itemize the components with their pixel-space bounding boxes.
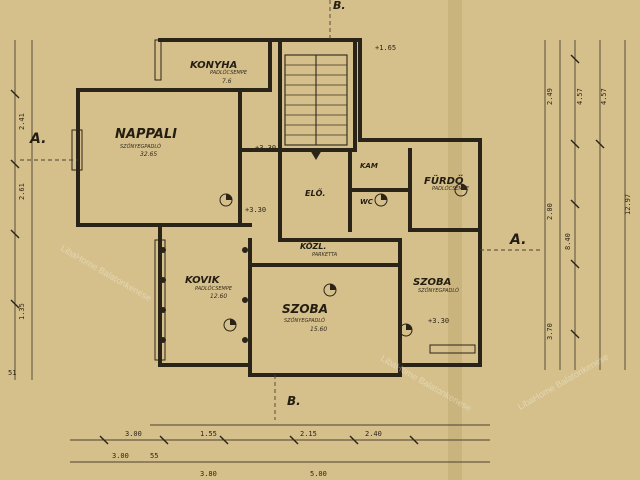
room-kovik-name: KOVIK	[185, 275, 221, 286]
interior-walls	[238, 38, 482, 367]
dim-left-2: 2.61	[18, 183, 26, 200]
dim-left-4: 51	[8, 369, 16, 377]
marker-a-right: A.	[509, 232, 526, 248]
dim-right-7: 12.97	[624, 194, 632, 215]
section-markers: A. A. B. B.	[29, 0, 526, 408]
room-konyha-desc: PADLÓCSEMPE	[210, 69, 248, 76]
dim-left-1: 2.41	[18, 113, 26, 130]
room-kamra-name: KAM	[360, 162, 378, 170]
level-2: +3.30	[245, 206, 266, 214]
dim-bottom-3: 2.15	[300, 430, 317, 438]
dim-bottom-1: 3.00	[125, 430, 142, 438]
marker-b-top: B.	[333, 0, 346, 12]
room-kozl-desc: PARKETTA	[312, 252, 338, 258]
room-konyha-area: 7.6	[222, 78, 232, 85]
windows	[71, 39, 476, 361]
dim-right-1: 2.49	[546, 88, 554, 105]
dim-bottom-7: 3.80	[200, 470, 217, 478]
dim-right-2: 4.57	[576, 88, 584, 105]
dimension-lines	[14, 40, 626, 463]
level-3: +3.30	[428, 317, 449, 325]
section-lines	[20, 0, 540, 420]
dim-right-3: 2.00	[546, 203, 554, 220]
dim-right-4: 8.40	[564, 233, 572, 250]
room-nappali-name: NAPPALI	[115, 127, 177, 142]
room-kozl-name: KÖZL.	[300, 241, 326, 251]
room-kovik-area: 12.60	[210, 293, 227, 300]
room-furdo-name: FÜRDŐ	[424, 173, 464, 187]
dim-bottom-4: 2.40	[365, 430, 382, 438]
door-marks	[219, 183, 468, 337]
staircase	[284, 54, 348, 160]
dim-bottom-6: 55	[150, 452, 158, 460]
room-szoba-big-name: SZOBA	[282, 302, 328, 316]
room-szoba-small-desc: SZŐNYEGPADLÓ	[418, 287, 459, 294]
room-labels: NAPPALI SZŐNYEGPADLÓ 32.65 KONYHA PADLÓC…	[115, 60, 470, 333]
level-1: +3.30	[255, 144, 276, 152]
room-wc-name: WC	[360, 198, 374, 206]
room-kovik-desc: PADLÓCSEMPE	[195, 285, 233, 292]
dimension-ticks	[10, 54, 605, 445]
marker-a-left: A.	[29, 131, 46, 147]
dim-bottom-5: 3.00	[112, 452, 129, 460]
room-szoba-big-area: 15.60	[310, 326, 327, 333]
room-szoba-small-name: SZOBA	[413, 277, 451, 288]
room-furdo-desc: PADLÓCSEMPE	[432, 185, 470, 192]
room-nappali-desc: SZŐNYEGPADLÓ	[120, 143, 161, 150]
level-marks: +1.65 +3.30 +3.30 +3.30	[245, 44, 449, 325]
paper-fold	[448, 0, 462, 480]
exterior-walls	[76, 38, 482, 377]
dim-bottom-2: 1.55	[200, 430, 217, 438]
room-szoba-big-desc: SZŐNYEGPADLÓ	[284, 317, 325, 324]
room-nappali-area: 32.65	[140, 151, 157, 158]
dimension-texts: 3.00 1.55 2.15 2.40 3.00 55 3.80 5.00 2.…	[8, 88, 632, 478]
dim-bottom-8: 5.00	[310, 470, 327, 478]
dim-right-6: 4.57	[600, 88, 608, 105]
marker-b-bottom: B.	[287, 394, 301, 408]
level-entry: +1.65	[375, 44, 396, 52]
dim-left-3: 1.35	[18, 303, 26, 320]
room-eloszoba-name: ELŐ.	[305, 188, 325, 198]
room-konyha-name: KONYHA	[190, 60, 237, 71]
dim-right-5: 3.70	[546, 323, 554, 340]
